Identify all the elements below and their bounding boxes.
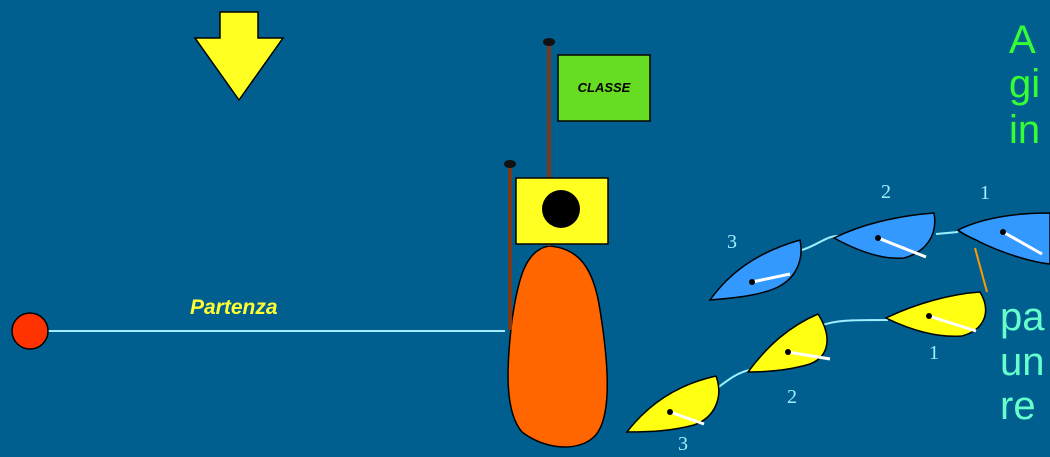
sailboat-icon [958,213,1050,264]
side-text-top-3: in [1009,108,1040,152]
sailboat-icon [834,213,935,258]
start-line-label: Partenza [190,296,330,320]
side-text-bottom-1: pa [1000,295,1045,339]
blue-track-line [936,232,958,234]
side-text-bottom-2: un [1000,340,1045,384]
committee-boat-icon [508,246,607,447]
yellow-boat-number-3: 3 [678,433,688,456]
sailboat-icon [886,292,986,336]
side-text-top-1: A [1009,18,1036,62]
down-arrow-icon [195,12,283,100]
yellow-boat-number-1: 1 [929,342,939,365]
yellow-track-line [716,370,750,389]
class-flag-label: CLASSE [560,80,648,95]
overlap-line [975,248,987,292]
side-text-top-2: gi [1009,62,1040,106]
yellow-track-line [820,320,888,326]
blue-track-line [802,236,838,250]
yellow-boat-number-2: 2 [787,386,797,409]
side-text-bottom-3: re [1000,384,1036,428]
sailboat-icon [748,314,830,372]
sailboat-icon [710,240,801,300]
preparatory-flag-icon [516,178,608,244]
start-pin-buoy-icon [12,313,48,349]
sailboat-icon [627,376,719,432]
blue-boat-number-1: 1 [980,182,990,205]
blue-boat-number-3: 3 [727,231,737,254]
blue-boat-number-2: 2 [881,181,891,204]
